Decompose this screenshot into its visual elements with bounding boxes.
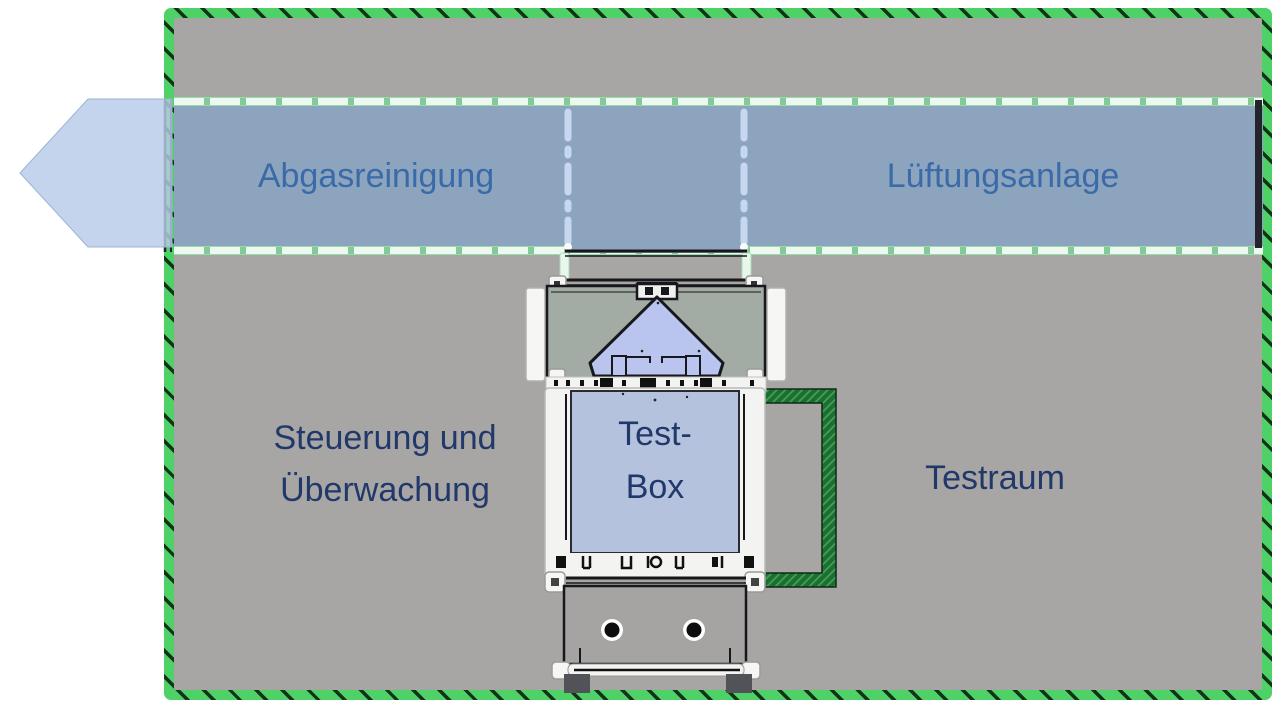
label-control-monitoring-line1: Steuerung und: [273, 419, 497, 457]
label-control-monitoring-line2: Überwachung: [280, 471, 490, 509]
flow-arrow: [19, 98, 173, 248]
label-test-box-line2: Box: [625, 468, 685, 506]
label-test-room: Testraum: [925, 459, 1065, 497]
label-control-monitoring: Steuerung und Überwachung: [215, 412, 555, 516]
label-ventilation-system: Lüftungsanlage: [886, 157, 1120, 195]
duct-lower-wall-strip: [174, 246, 1263, 255]
duct-upper-wall-strip: [174, 97, 1263, 106]
label-exhaust-cleaning: Abgasreinigung: [257, 157, 495, 195]
exhaust-duct-band: [174, 106, 1263, 246]
label-test-box: Test- Box: [571, 408, 739, 514]
label-test-box-line1: Test-: [618, 415, 692, 453]
